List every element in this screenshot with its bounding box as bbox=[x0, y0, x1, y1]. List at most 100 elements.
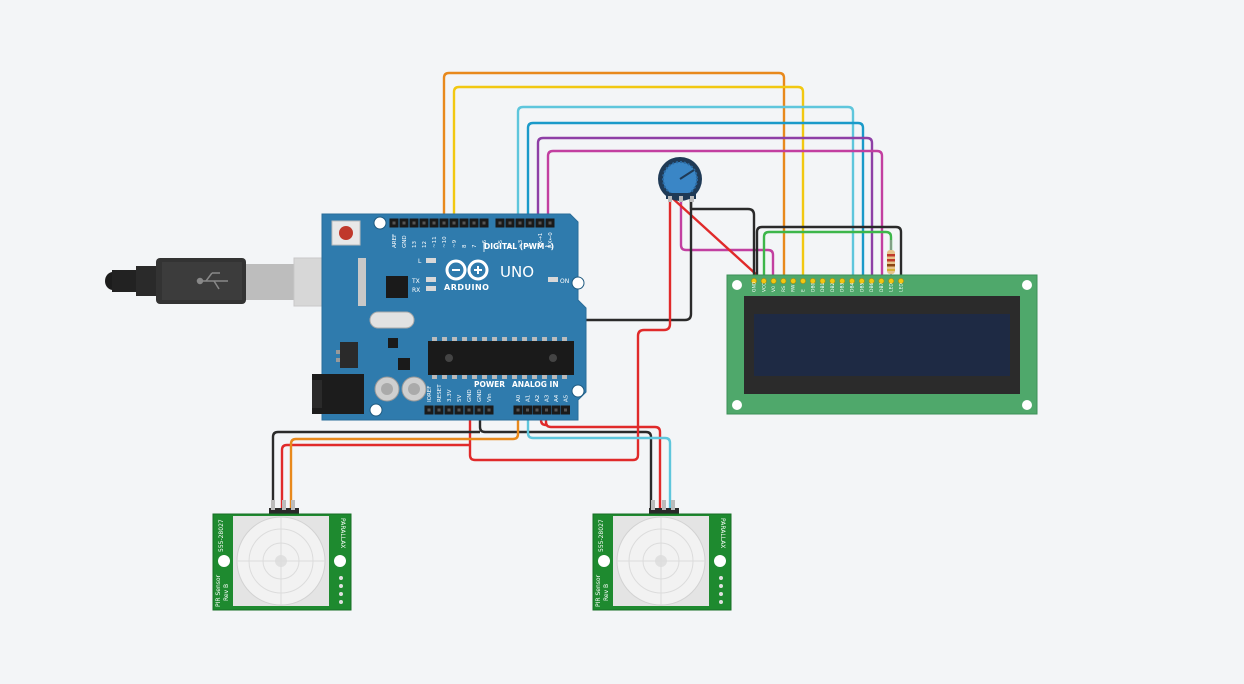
pin-label: A3 bbox=[545, 394, 551, 402]
wire-purple[interactable] bbox=[536, 136, 874, 283]
wire-pot-magenta[interactable] bbox=[679, 195, 775, 283]
pin-label: 7 bbox=[472, 244, 478, 248]
lcd-pin[interactable] bbox=[751, 278, 757, 284]
header-pin-hole bbox=[548, 221, 552, 225]
mcu-leg bbox=[462, 337, 467, 341]
header-pin-hole bbox=[457, 408, 461, 412]
mcu-leg bbox=[542, 337, 547, 341]
wire-pir-left-red[interactable] bbox=[280, 443, 470, 508]
reset-button[interactable] bbox=[331, 220, 361, 246]
mcu-leg bbox=[432, 337, 437, 341]
mcu-leg bbox=[522, 337, 527, 341]
power-jack[interactable] bbox=[312, 374, 364, 414]
lcd-pin[interactable] bbox=[888, 278, 895, 284]
mcu-leg bbox=[472, 375, 477, 379]
mcu-leg bbox=[502, 375, 507, 379]
lcd-pin[interactable] bbox=[829, 278, 836, 284]
wire-lcd-black[interactable] bbox=[755, 225, 903, 283]
mcu-leg bbox=[492, 375, 497, 379]
lcd-pin-label: RS bbox=[781, 286, 787, 292]
pir-left-brand: PARALLAX bbox=[339, 518, 346, 548]
lcd-pin[interactable] bbox=[868, 278, 875, 284]
wire-orange[interactable] bbox=[442, 71, 786, 283]
mcu-leg bbox=[452, 375, 457, 379]
wire-pot-red[interactable] bbox=[669, 195, 759, 277]
mcu-leg bbox=[442, 337, 447, 341]
pin-label: 8 bbox=[462, 244, 468, 248]
pin-label: GND bbox=[477, 389, 483, 402]
wire-light-blue-top[interactable] bbox=[516, 105, 855, 283]
pin-label: 2 bbox=[528, 245, 534, 249]
wire-power-bus[interactable] bbox=[468, 196, 672, 462]
header-pin-hole bbox=[535, 408, 539, 412]
wire-yellow[interactable] bbox=[452, 85, 805, 283]
header-pin-hole bbox=[452, 221, 456, 225]
lcd-pin-label: DB2 bbox=[830, 282, 836, 292]
pin-label: ~11 bbox=[432, 236, 438, 248]
header-pin-hole bbox=[392, 221, 396, 225]
lcd-pin-label: E bbox=[801, 289, 807, 292]
pin-label: ~6 bbox=[482, 239, 488, 248]
header-pin-hole bbox=[564, 408, 567, 412]
potentiometer[interactable] bbox=[658, 157, 702, 202]
header-pin-hole bbox=[402, 221, 406, 225]
lcd-pin[interactable] bbox=[780, 278, 787, 284]
lcd-pin[interactable] bbox=[819, 278, 826, 284]
atmega-chip bbox=[428, 341, 574, 375]
header-pin-hole bbox=[432, 221, 436, 225]
pin-label: RESET bbox=[437, 384, 443, 402]
header-pin-hole bbox=[487, 408, 491, 412]
header-pin-hole bbox=[498, 221, 502, 225]
led-l bbox=[426, 258, 436, 263]
pir-sensor-left[interactable]: 555-28027 PARALLAX PIR Sensor Rev B bbox=[212, 500, 352, 611]
wire-pir-right-light-blue[interactable] bbox=[526, 408, 672, 508]
mcu-leg bbox=[482, 337, 487, 341]
pin-label: ~9 bbox=[452, 239, 458, 248]
pin-label: A1 bbox=[526, 395, 532, 402]
header-pin-hole bbox=[554, 408, 558, 412]
pin-label: GND bbox=[467, 389, 473, 402]
pin-label: TX→1 bbox=[538, 233, 544, 249]
mcu-leg bbox=[482, 375, 487, 379]
lcd-pin[interactable] bbox=[839, 278, 846, 284]
lcd-pin[interactable] bbox=[770, 278, 777, 284]
wire-pir-right-red[interactable] bbox=[544, 408, 662, 508]
wire-magenta[interactable] bbox=[546, 149, 884, 283]
power-header bbox=[424, 405, 494, 415]
lcd-pin[interactable] bbox=[790, 278, 797, 284]
lcd-pin[interactable] bbox=[809, 278, 816, 284]
pir-sensor-right[interactable]: 555-28027 PARALLAX PIR Sensor Rev B bbox=[592, 500, 732, 611]
wire-lcd-green[interactable] bbox=[762, 230, 893, 283]
lcd-pin[interactable] bbox=[898, 278, 904, 284]
header-pin-hole bbox=[538, 221, 542, 225]
wire-pir-left-black[interactable] bbox=[271, 430, 480, 508]
pir-right-part-number: 555-28027 bbox=[598, 519, 605, 552]
pin-label: A0 bbox=[516, 394, 522, 402]
lcd-pin[interactable] bbox=[760, 278, 767, 284]
mcu-pins-bottom bbox=[432, 375, 567, 379]
wire-pot-black[interactable] bbox=[689, 195, 756, 283]
lcd-pin-label: GND bbox=[752, 281, 758, 292]
lcd-screen bbox=[754, 314, 1010, 376]
pin-label: A4 bbox=[554, 394, 560, 402]
lcd-pin-label: DB4 bbox=[850, 282, 856, 292]
lcd-pin-label: DB0 bbox=[810, 282, 816, 292]
lcd-pins bbox=[751, 278, 904, 284]
arduino-brand: ARDUINO bbox=[444, 283, 489, 292]
lcd-pin[interactable] bbox=[878, 278, 885, 284]
lcd-pin[interactable] bbox=[849, 278, 855, 284]
wire-pir-left-orange[interactable] bbox=[289, 408, 520, 508]
header-pin-hole bbox=[447, 408, 451, 412]
mcu-leg bbox=[552, 375, 557, 379]
lcd-pin[interactable] bbox=[858, 278, 865, 284]
mcu-leg bbox=[492, 337, 497, 341]
lcd-pin[interactable] bbox=[800, 278, 806, 284]
header-pin-hole bbox=[467, 408, 471, 412]
wire-blue[interactable] bbox=[526, 121, 865, 283]
mcu-leg bbox=[562, 337, 567, 341]
pin-label: A5 bbox=[564, 394, 570, 402]
